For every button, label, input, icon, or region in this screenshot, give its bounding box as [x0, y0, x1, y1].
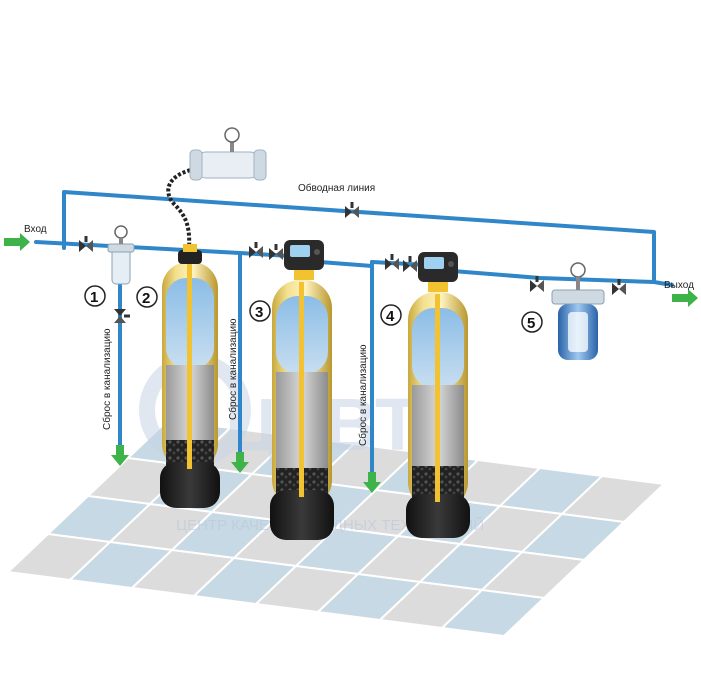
pressure-gauge-icon: [114, 225, 128, 239]
inlet-label: Вход: [24, 224, 47, 235]
valve-icon: [345, 202, 359, 218]
flow-arrows: [4, 233, 698, 493]
outlet-arrow-icon: [672, 289, 698, 307]
stage-number-3: 3: [255, 304, 263, 321]
floor-tile: [439, 588, 547, 638]
drain-label-3: Сброс в канализацию: [357, 344, 369, 446]
valve-icon: [530, 276, 544, 292]
bypass-line: [62, 190, 656, 284]
control-head-icon: [284, 240, 324, 280]
tank-3: [270, 280, 334, 540]
valve-icon: [269, 244, 283, 260]
drain-arrow-icon: [111, 445, 129, 466]
drain-arrow-icon: [231, 452, 249, 473]
valve-icon: [403, 256, 417, 272]
valve-icon: [114, 309, 130, 323]
valve-icon: [612, 279, 626, 295]
stage-number-4: 4: [386, 308, 395, 325]
valve-icon: [79, 236, 93, 252]
filter-icon: [551, 262, 605, 360]
tank-4: [406, 292, 470, 538]
pressure-gauge-icon: [570, 262, 586, 278]
valve-icon: [249, 242, 263, 258]
stage-number-5: 5: [527, 315, 535, 332]
drain-arrow-icon: [363, 472, 381, 493]
drain-label-1: Сброс в канализацию: [101, 328, 113, 430]
prefilter-1: [107, 225, 135, 285]
outlet-label: Выход: [664, 280, 694, 291]
stage-number-2: 2: [142, 290, 150, 307]
valves: [79, 202, 626, 323]
drain-label-2: Сброс в канализацию: [227, 318, 239, 420]
stage-markers: 1 2 3 4 5: [84, 285, 543, 333]
stage-number-1: 1: [90, 289, 98, 306]
pressure-gauge-icon: [224, 127, 240, 143]
valve-icon: [385, 254, 399, 270]
bypass-label: Обводная линия: [298, 182, 375, 194]
top-aerator-unit: [189, 127, 267, 181]
inlet-arrow-icon: [4, 233, 30, 251]
flex-hose: [166, 166, 206, 251]
tank-2: [160, 244, 220, 508]
control-head-icon: [418, 252, 458, 292]
